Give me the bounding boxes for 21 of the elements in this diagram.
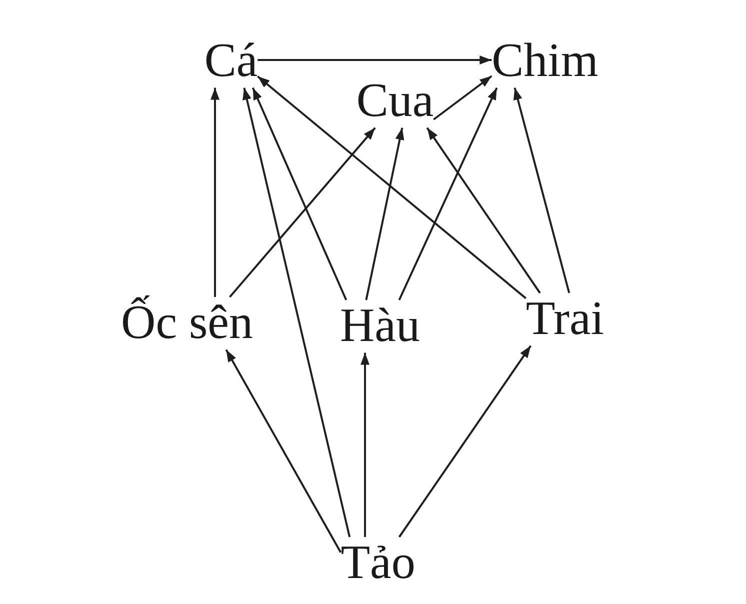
arrow bbox=[229, 127, 376, 298]
arrow bbox=[398, 345, 532, 538]
arrow bbox=[225, 349, 342, 553]
arrow bbox=[365, 128, 404, 300]
organism-label: Ốc sên bbox=[121, 297, 253, 350]
arrow bbox=[360, 352, 370, 537]
arrow bbox=[252, 87, 348, 300]
organism-label: Chim bbox=[492, 35, 598, 88]
organism-label: Trai bbox=[526, 293, 604, 346]
organism-label: Cua bbox=[356, 75, 434, 128]
arrow bbox=[426, 127, 541, 294]
arrow bbox=[433, 75, 492, 120]
arrow bbox=[210, 88, 220, 297]
organism-label: Hàu bbox=[340, 300, 420, 353]
arrow bbox=[513, 88, 570, 294]
organism-label: Tảo bbox=[340, 537, 416, 590]
arrow bbox=[257, 76, 526, 300]
organism-label: Cá bbox=[204, 35, 258, 88]
arrow bbox=[258, 56, 492, 64]
arrow bbox=[398, 87, 498, 300]
arrow bbox=[242, 88, 351, 538]
